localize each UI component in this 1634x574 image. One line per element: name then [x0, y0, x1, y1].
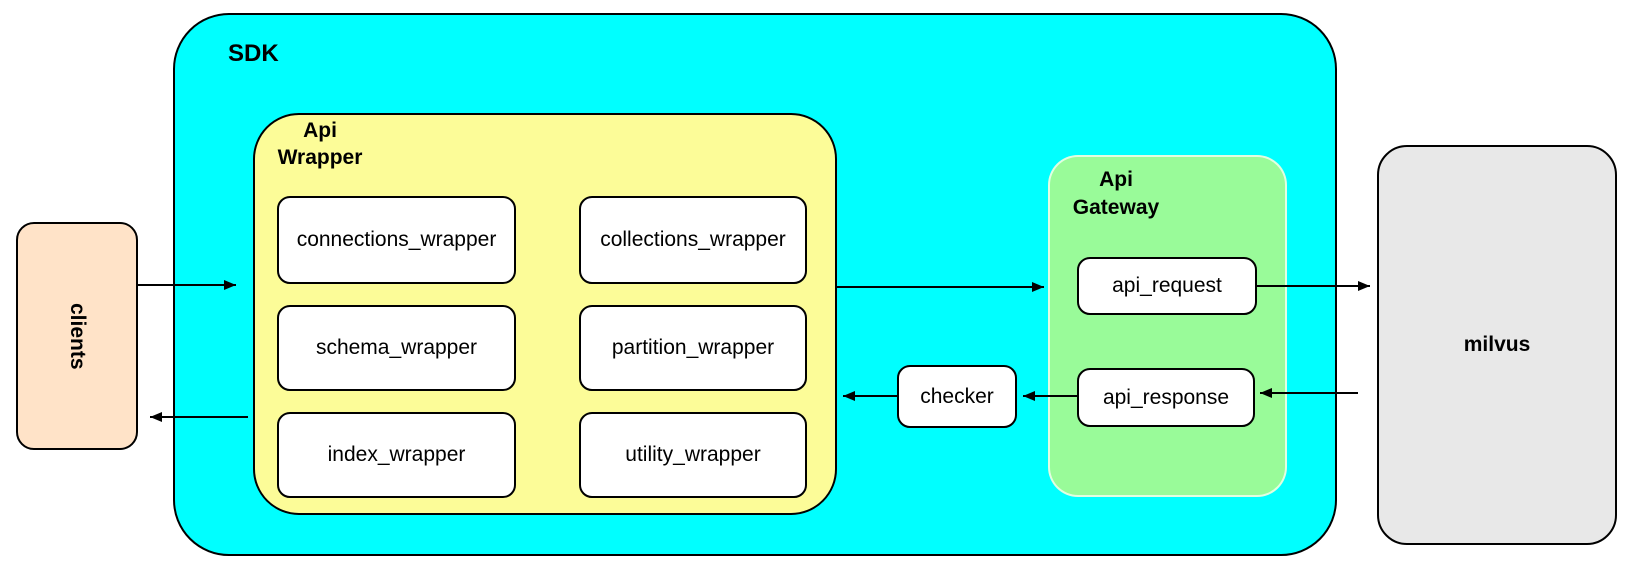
wrapper-box-connections: connections_wrapper — [277, 196, 516, 284]
clients-label: clients — [66, 302, 89, 370]
api-response-box: api_response — [1077, 368, 1255, 427]
wrapper-box-collections: collections_wrapper — [579, 196, 807, 284]
milvus-node: milvus — [1377, 145, 1617, 545]
api-wrapper-label: Api Wrapper — [277, 119, 363, 169]
clients-node: clients — [16, 222, 138, 450]
wrapper-box-index: index_wrapper — [277, 412, 516, 498]
checker-box: checker — [897, 365, 1017, 428]
api-request-box: api_request — [1077, 257, 1257, 315]
api-wrapper-grid: connections_wrapper collections_wrapper … — [277, 196, 807, 498]
wrapper-box-utility: utility_wrapper — [579, 412, 807, 498]
wrapper-box-schema: schema_wrapper — [277, 305, 516, 391]
api-gateway-label: Api Gateway — [1072, 168, 1160, 219]
api-gateway-container — [1048, 155, 1287, 497]
sdk-label: SDK — [228, 40, 279, 67]
wrapper-box-partition: partition_wrapper — [579, 305, 807, 391]
